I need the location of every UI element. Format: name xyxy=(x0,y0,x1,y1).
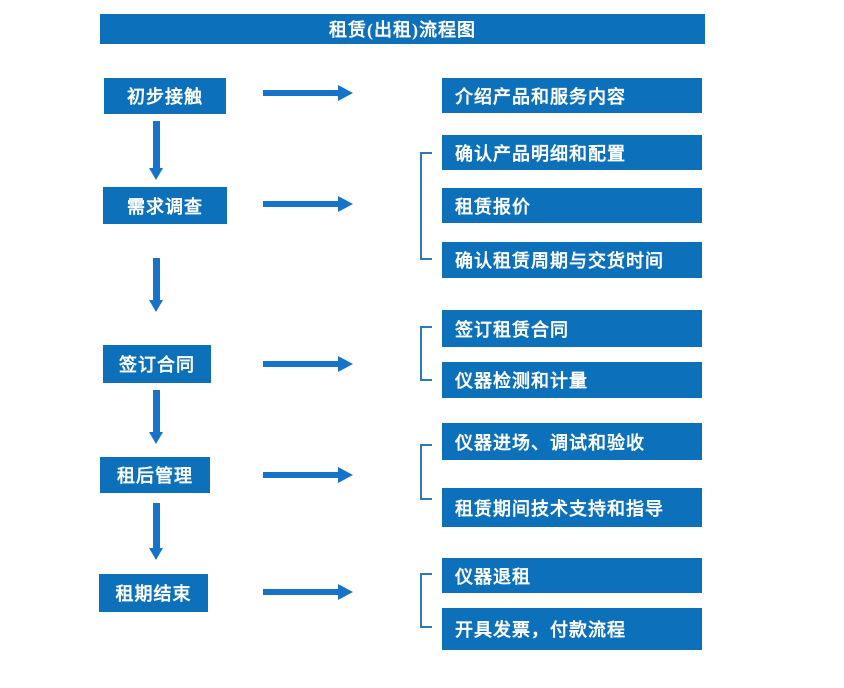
arrow-stem xyxy=(263,361,338,367)
detail-box-confirm-period-delivery: 确认租赁周期与交货时间 xyxy=(442,242,702,278)
group-bracket xyxy=(420,573,432,628)
arrow-head xyxy=(338,467,353,483)
step-box-demand-survey: 需求调查 xyxy=(103,187,227,224)
arrow-head xyxy=(338,356,353,372)
arrow-right-icon xyxy=(263,196,353,212)
detail-box-invoice-payment: 开具发票，付款流程 xyxy=(442,608,702,650)
arrow-head xyxy=(338,584,353,600)
arrow-head xyxy=(338,196,353,212)
group-bracket xyxy=(420,152,432,260)
arrow-stem xyxy=(153,503,160,549)
arrow-right-icon xyxy=(263,467,353,483)
detail-box-instrument-testing: 仪器检测和计量 xyxy=(442,362,702,398)
arrow-down-icon xyxy=(149,503,164,560)
detail-box-confirm-product-config: 确认产品明细和配置 xyxy=(442,135,702,170)
step-box-initial-contact: 初步接触 xyxy=(104,78,226,114)
arrow-head xyxy=(149,168,163,180)
arrow-stem xyxy=(263,201,338,207)
arrow-head xyxy=(149,548,163,560)
detail-box-instrument-setup-acceptance: 仪器进场、调试和验收 xyxy=(442,423,702,460)
detail-box-rental-quote: 租赁报价 xyxy=(442,188,702,223)
detail-box-introduce-products: 介绍产品和服务内容 xyxy=(442,78,702,113)
arrow-down-icon xyxy=(149,390,164,444)
step-box-rental-end: 租期结束 xyxy=(99,574,208,612)
detail-box-technical-support: 租赁期间技术支持和指导 xyxy=(442,488,702,527)
arrow-stem xyxy=(263,472,338,478)
arrow-right-icon xyxy=(263,85,353,101)
detail-box-instrument-return: 仪器退租 xyxy=(442,558,702,593)
step-box-post-rental-management: 租后管理 xyxy=(100,457,210,493)
arrow-head xyxy=(149,432,163,444)
arrow-stem xyxy=(263,589,338,595)
arrow-down-icon xyxy=(149,121,164,180)
arrow-stem xyxy=(153,390,160,433)
flowchart-title: 租赁(出租)流程图 xyxy=(100,14,705,44)
arrow-head xyxy=(149,300,163,312)
arrow-stem xyxy=(263,90,338,96)
step-box-sign-contract: 签订合同 xyxy=(103,345,211,383)
arrow-right-icon xyxy=(263,584,353,600)
detail-box-sign-rental-contract: 签订租赁合同 xyxy=(442,310,702,347)
arrow-right-icon xyxy=(263,356,353,372)
arrow-down-icon xyxy=(149,258,164,312)
arrow-head xyxy=(338,85,353,101)
arrow-stem xyxy=(153,258,160,301)
arrow-stem xyxy=(153,121,160,169)
group-bracket xyxy=(420,326,432,381)
group-bracket xyxy=(420,444,432,500)
